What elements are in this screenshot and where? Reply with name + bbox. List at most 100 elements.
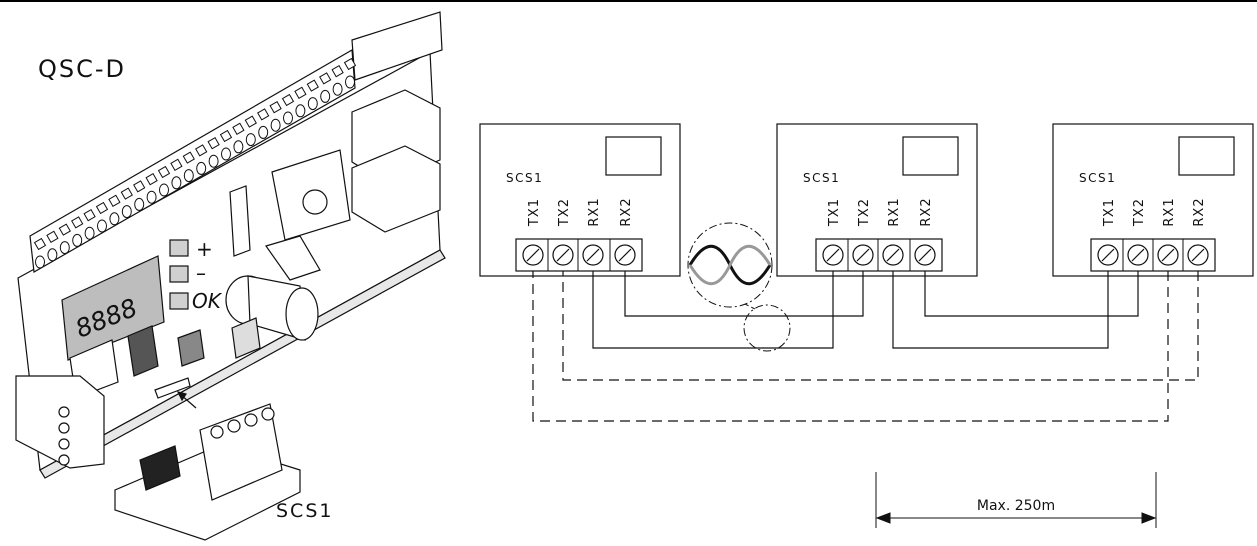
terminal-label: TX2 bbox=[1132, 198, 1147, 227]
terminal-label: RX2 bbox=[919, 197, 934, 226]
strip-screw bbox=[345, 75, 355, 89]
relay-2 bbox=[351, 145, 441, 233]
twisted-pair-callout bbox=[687, 222, 791, 352]
terminal-screw-slot bbox=[856, 248, 870, 262]
distance-label: Max. 250m bbox=[977, 498, 1055, 514]
terminal-screw-slot bbox=[586, 248, 600, 262]
terminal-label: TX1 bbox=[1102, 198, 1117, 227]
unit-display bbox=[1178, 136, 1235, 176]
dim-arrow-right bbox=[1141, 512, 1157, 524]
strip-screw bbox=[221, 147, 231, 161]
strip-slot bbox=[306, 79, 319, 92]
strip-screw bbox=[134, 197, 145, 211]
fuse-holder bbox=[229, 185, 251, 257]
scs1-screw-4 bbox=[261, 407, 275, 421]
terminal-label: TX1 bbox=[827, 198, 842, 227]
terminal-label: RX1 bbox=[587, 197, 602, 226]
strip-slot bbox=[232, 122, 245, 135]
wire-rx1-to-tx1-b bbox=[892, 271, 1109, 349]
strip-screw bbox=[245, 133, 256, 147]
terminal-screw-slot bbox=[1101, 248, 1115, 262]
side-connector bbox=[15, 375, 105, 469]
plus-label: + bbox=[196, 237, 213, 261]
transformer-knob bbox=[302, 189, 328, 215]
strip-slot bbox=[331, 65, 344, 78]
strip-slot bbox=[120, 187, 133, 200]
side-screw-4 bbox=[58, 454, 70, 466]
strip-screw bbox=[35, 255, 45, 269]
strip-slot bbox=[219, 129, 233, 143]
wire-rx2-to-tx2 bbox=[624, 271, 864, 317]
unit-display bbox=[902, 136, 959, 176]
strip-slot bbox=[58, 223, 71, 236]
strip-slot bbox=[145, 173, 158, 186]
terminal-label: TX2 bbox=[557, 198, 572, 227]
terminal-screw-slot bbox=[618, 248, 632, 262]
terminal-screws bbox=[33, 57, 357, 269]
terminal-label: RX1 bbox=[887, 197, 902, 226]
strip-slot bbox=[108, 194, 121, 207]
side-screw-1 bbox=[58, 406, 70, 418]
side-screw-3 bbox=[58, 438, 70, 450]
terminal-label: TX2 bbox=[857, 198, 872, 227]
minus-label: – bbox=[196, 261, 206, 285]
strip-screw bbox=[183, 169, 194, 183]
strip-screw bbox=[233, 140, 244, 154]
strip-slot bbox=[95, 201, 109, 215]
strip-screw bbox=[59, 241, 70, 255]
strip-slot bbox=[133, 180, 146, 193]
strip-screw bbox=[47, 248, 58, 262]
terminal-label: RX2 bbox=[619, 197, 634, 226]
regulator bbox=[231, 317, 261, 359]
strip-screw bbox=[109, 212, 120, 226]
terminal-label: RX2 bbox=[1192, 197, 1207, 226]
strip-screw bbox=[159, 183, 169, 197]
strip-slot bbox=[244, 115, 257, 128]
callout-leader bbox=[744, 303, 758, 311]
ok-button-shape bbox=[169, 292, 189, 310]
strip-screw bbox=[196, 161, 207, 175]
strip-screw bbox=[208, 154, 219, 168]
wire-rx2-to-tx2-b bbox=[924, 271, 1139, 317]
strip-slot bbox=[269, 101, 282, 114]
strip-slot bbox=[195, 144, 208, 157]
return-wire-rx2-to-tx2 bbox=[562, 271, 1199, 381]
terminal-screw-slot bbox=[826, 248, 840, 262]
strip-slot bbox=[294, 86, 307, 99]
unit-label: SCS1 bbox=[506, 171, 543, 185]
board-title: QSC-D bbox=[38, 55, 126, 83]
scs1-screw-1 bbox=[210, 425, 224, 439]
strip-screw bbox=[295, 104, 306, 118]
strip-slot bbox=[343, 57, 357, 71]
strip-screw bbox=[84, 226, 95, 240]
wire-b bbox=[688, 244, 772, 286]
ok-label: OK bbox=[192, 289, 223, 313]
chip-1 bbox=[127, 325, 159, 377]
strip-slot bbox=[46, 230, 59, 243]
strip-slot bbox=[207, 137, 220, 150]
dim-arrow-left bbox=[875, 512, 891, 524]
distance-dimension bbox=[875, 472, 1157, 528]
qscd-board-illustration bbox=[15, 11, 446, 541]
strip-slot bbox=[319, 72, 332, 85]
strip-screw bbox=[332, 82, 343, 96]
plus-button-shape bbox=[169, 239, 189, 257]
twisted-pair-zone bbox=[743, 304, 791, 352]
strip-screw bbox=[258, 125, 269, 139]
strip-screw bbox=[146, 190, 157, 204]
unit-label: SCS1 bbox=[1079, 171, 1116, 185]
scs1-screw-3 bbox=[244, 413, 258, 427]
terminal-screw-slot bbox=[556, 248, 570, 262]
display-panel bbox=[61, 255, 165, 361]
power-connector bbox=[265, 235, 321, 281]
terminal-screw-slot bbox=[526, 248, 540, 262]
strip-slot bbox=[157, 165, 171, 179]
side-screw-2 bbox=[58, 422, 70, 434]
return-wire-rx1-to-tx1 bbox=[532, 271, 1169, 422]
terminal-label: RX1 bbox=[1162, 197, 1177, 226]
strip-screw bbox=[121, 205, 132, 219]
strip-slot bbox=[182, 151, 195, 164]
